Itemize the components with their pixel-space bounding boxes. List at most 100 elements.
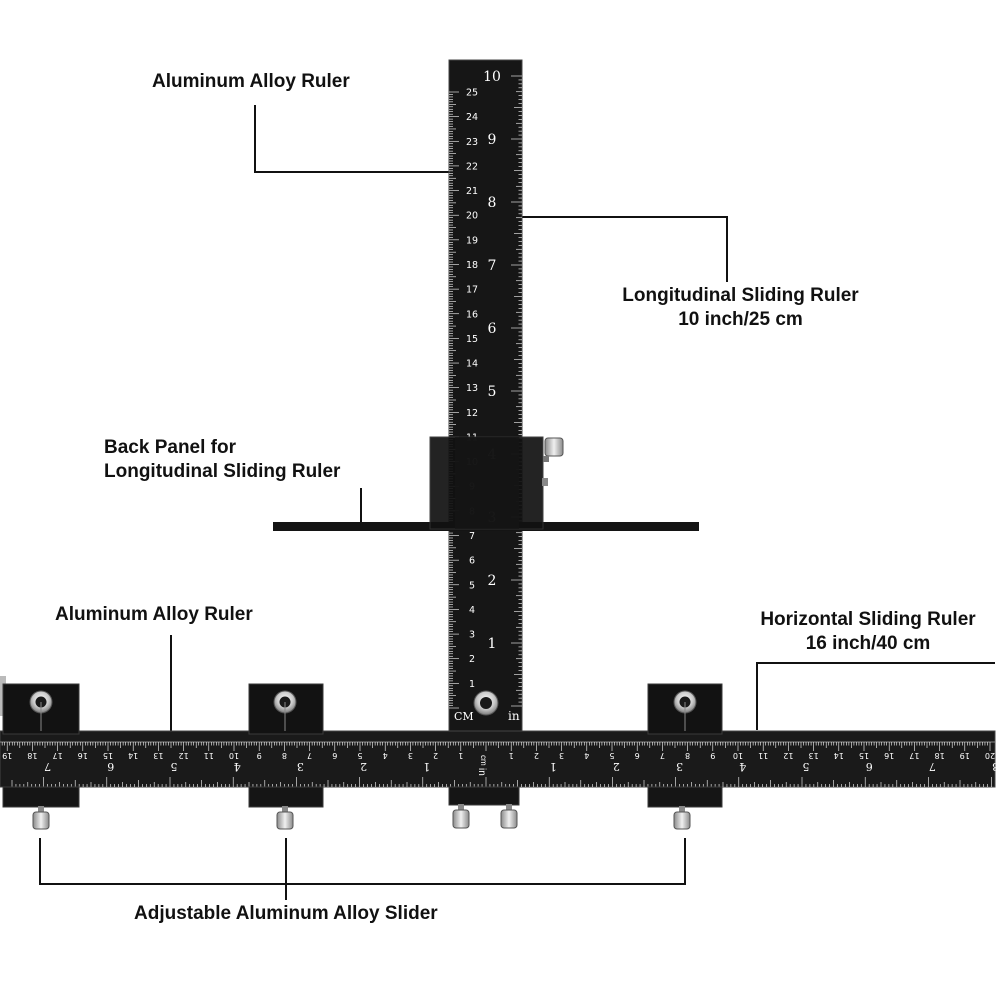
thumb-knob-icon xyxy=(32,806,50,830)
callout-horizontal-size: 16 inch/40 cm xyxy=(805,633,931,654)
vertical-cm-label: 21 xyxy=(466,186,478,197)
vertical-cm-label: 23 xyxy=(466,137,478,148)
vertical-cm-label: 20 xyxy=(466,211,478,222)
vertical-inch-label: 1 xyxy=(488,636,497,652)
vertical-cm-label: 22 xyxy=(466,161,478,172)
vertical-inch-label: 8 xyxy=(488,195,497,211)
slider-bottom-block xyxy=(647,786,723,808)
callout-top-ruler: Aluminum Alloy Ruler xyxy=(152,71,350,92)
callout-back-panel: Back Panel for Longitudinal Sliding Rule… xyxy=(104,436,340,484)
horizontal-cm-label: 13 xyxy=(809,751,819,760)
horizontal-cm-label: 19 xyxy=(2,751,12,760)
vertical-inch-label: 2 xyxy=(488,573,497,589)
leader-top-ruler xyxy=(254,105,455,173)
callout-longitudinal: Longitudinal Sliding Ruler 10 inch/25 cm xyxy=(598,284,883,332)
vertical-ruler-ticks xyxy=(449,75,522,709)
horizontal-cm-label: 11 xyxy=(204,751,214,760)
vertical-cm-label: 3 xyxy=(469,630,475,641)
horizontal-inch-label: 4 xyxy=(234,760,241,773)
callout-back-panel-line2: Longitudinal Sliding Ruler xyxy=(104,461,341,482)
back-panel-window xyxy=(455,437,519,529)
slider-1 xyxy=(2,683,80,830)
back-panel xyxy=(273,436,699,531)
horizontal-cm-label: 9 xyxy=(257,751,262,760)
horizontal-cm-label: 19 xyxy=(960,751,970,760)
horizontal-inch-label: 6 xyxy=(866,760,873,773)
leader-longitudinal xyxy=(508,216,728,282)
back-panel-knob-icon xyxy=(543,437,564,462)
vertical-cm-label: 25 xyxy=(466,88,478,99)
vertical-cm-label: 13 xyxy=(466,383,478,394)
callout-longitudinal-size: 10 inch/25 cm xyxy=(678,309,803,330)
vertical-inch-label: 5 xyxy=(488,384,497,400)
horizontal-inch-label: 5 xyxy=(171,760,178,773)
horizontal-cm-label: 8 xyxy=(685,751,690,760)
horizontal-cm-label: 7 xyxy=(660,751,665,760)
horizontal-cm-label: 3 xyxy=(408,751,413,760)
vertical-inch-label: 9 xyxy=(488,132,497,148)
horizontal-cm-label: 15 xyxy=(103,751,113,760)
horizontal-inch-label: 3 xyxy=(297,760,304,773)
longitudinal-sliding-ruler: 1234567891011121314151617181920212223242… xyxy=(448,59,523,739)
screw-icon xyxy=(473,690,499,716)
vertical-cm-label: 14 xyxy=(466,359,478,370)
horizontal-inch-label: 6 xyxy=(107,760,114,773)
horizontal-inch-label: 8 xyxy=(992,760,999,773)
horizontal-ruler-ticks xyxy=(1,742,992,787)
callout-bottom-ruler: Aluminum Alloy Ruler xyxy=(55,604,253,625)
thumb-knob-icon xyxy=(500,804,518,829)
callout-horizontal-title: Horizontal Sliding Ruler xyxy=(760,609,976,630)
thumb-knob-icon xyxy=(276,806,294,830)
horizontal-cm-label: 20 xyxy=(985,751,995,760)
vertical-cm-unit: CM xyxy=(454,710,474,723)
slider-bottom-block xyxy=(248,786,324,808)
horizontal-cm-label: 2 xyxy=(433,751,438,760)
horizontal-cm-label: 1 xyxy=(458,751,463,760)
horizontal-cm-label: 2 xyxy=(534,751,539,760)
vertical-ruler-body xyxy=(448,59,523,739)
vertical-inch-unit: in xyxy=(508,709,520,723)
slider-bottom-block xyxy=(2,786,80,808)
callout-longitudinal-title: Longitudinal Sliding Ruler xyxy=(622,285,859,306)
horizontal-inch-label: 3 xyxy=(676,760,683,773)
vertical-cm-label: 17 xyxy=(466,285,478,296)
horizontal-inch-label: 7 xyxy=(44,760,51,773)
horizontal-inch-unit: in xyxy=(476,768,487,776)
vertical-inch-label: 6 xyxy=(488,321,497,337)
horizontal-inch-label: 4 xyxy=(739,760,746,773)
horizontal-ruler-body xyxy=(0,730,996,788)
horizontal-inch-label: 2 xyxy=(360,760,367,773)
horizontal-cm-label: 4 xyxy=(584,751,589,760)
horizontal-inch-label: 5 xyxy=(803,760,810,773)
callout-back-panel-line1: Back Panel for xyxy=(104,437,236,458)
back-panel-pin xyxy=(542,478,548,486)
callout-slider: Adjustable Aluminum Alloy Slider xyxy=(134,903,438,924)
vertical-cm-label: 15 xyxy=(466,334,478,345)
horizontal-cm-label: 13 xyxy=(153,751,163,760)
vertical-cm-label: 18 xyxy=(466,260,478,271)
horizontal-cm-label: 3 xyxy=(559,751,564,760)
horizontal-cm-unit: cm xyxy=(479,755,488,766)
vertical-cm-label: 19 xyxy=(466,235,478,246)
thumb-knob-icon xyxy=(673,806,691,830)
slider-3 xyxy=(647,683,723,830)
vertical-cm-label: 2 xyxy=(469,654,475,665)
center-slider-block xyxy=(448,786,520,806)
horizontal-cm-label: 16 xyxy=(884,751,894,760)
vertical-cm-label: 6 xyxy=(469,556,475,567)
horizontal-cm-label: 7 xyxy=(307,751,312,760)
leader-lines xyxy=(39,105,995,900)
vertical-cm-label: 5 xyxy=(469,580,475,591)
vertical-cm-label: 7 xyxy=(469,531,475,542)
horizontal-inch-label: 7 xyxy=(929,760,936,773)
leader-horizontal xyxy=(756,662,995,730)
vertical-cm-label: 24 xyxy=(466,112,478,123)
horizontal-cm-label: 1 xyxy=(509,751,514,760)
vertical-cm-label: 4 xyxy=(469,605,475,616)
horizontal-cm-label: 9 xyxy=(710,751,715,760)
horizontal-cm-label: 17 xyxy=(909,751,919,760)
horizontal-cm-label: 14 xyxy=(834,751,844,760)
horizontal-cm-label: 18 xyxy=(935,751,945,760)
